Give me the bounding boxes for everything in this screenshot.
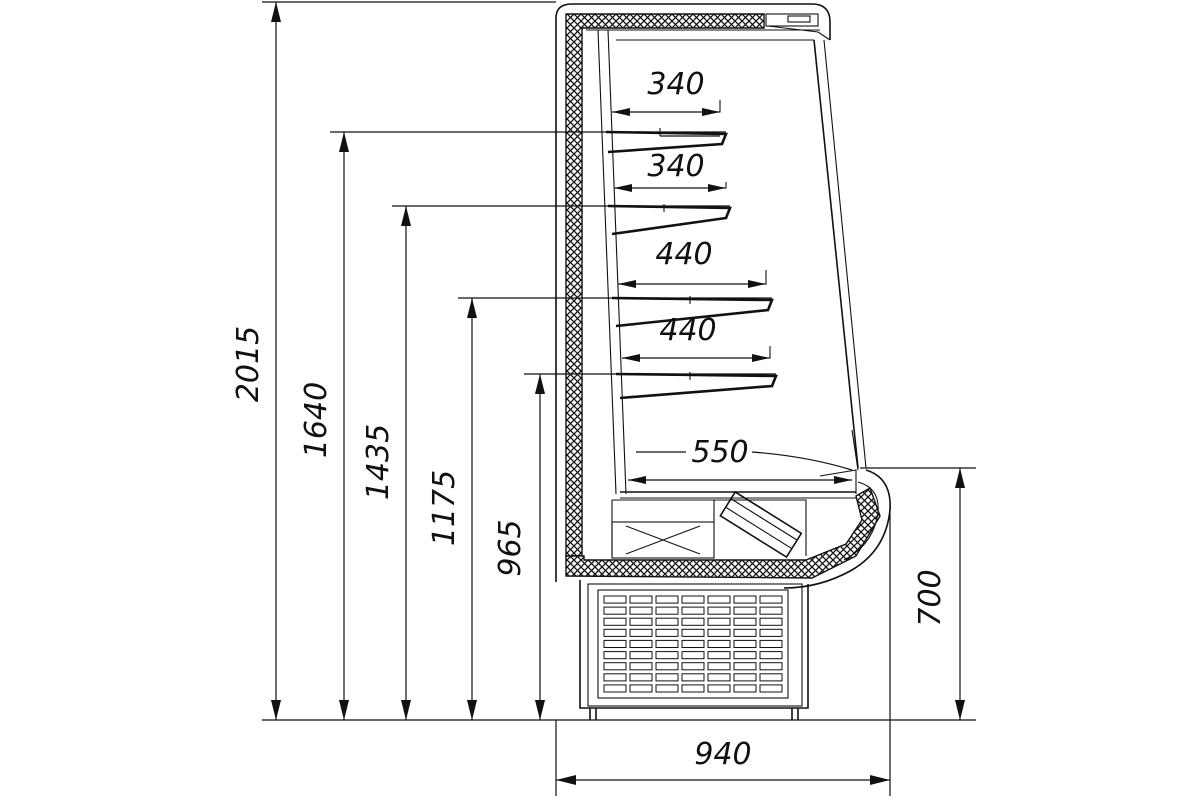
grille-slot [681, 651, 705, 660]
grille-slot [629, 684, 653, 693]
grille-slot [681, 606, 705, 615]
label-second-shelf-height: 1435 [361, 424, 396, 500]
grille-slot [759, 662, 783, 671]
grille-slot [603, 639, 627, 649]
grille-slot [655, 673, 679, 682]
grille-slot [707, 651, 731, 660]
grille-slot [733, 617, 757, 626]
grille-slot [707, 628, 731, 637]
grille-slot [603, 651, 627, 660]
grille-slot [759, 651, 783, 660]
base-unit [579, 580, 809, 720]
grille-slot [655, 639, 679, 649]
grille-slot [603, 684, 627, 693]
grille-slot [655, 651, 679, 660]
grille-slot [681, 595, 705, 604]
grille-slot [603, 673, 627, 682]
grille-slot [707, 673, 731, 682]
grille-slot [629, 651, 653, 660]
dimension-labels: 2015 1640 1435 1175 965 700 340 340 440 … [231, 67, 948, 772]
grille-slot [707, 606, 731, 615]
grille-slot [759, 684, 783, 693]
grille-slot [733, 628, 757, 637]
grille-slot [707, 617, 731, 626]
grille-slot [655, 684, 679, 693]
grille-slot [655, 617, 679, 626]
grille-slot [759, 628, 783, 637]
shelf-1 [605, 100, 728, 154]
grille-slot [629, 639, 653, 649]
label-shelf-2-depth: 340 [647, 149, 704, 184]
label-fourth-shelf-height: 965 [493, 519, 528, 576]
label-shelf-1-depth: 340 [647, 67, 704, 102]
grille-slot [681, 628, 705, 637]
grille-slot [707, 639, 731, 649]
grille-slot [603, 617, 627, 626]
grille-slot [681, 662, 705, 671]
label-third-shelf-height: 1175 [427, 470, 462, 546]
grille-slot [603, 628, 627, 637]
grille-slot [733, 684, 757, 693]
grille-slot [681, 673, 705, 682]
grille-slot [759, 673, 783, 682]
cabinet-body [555, 3, 891, 589]
label-overall-depth: 940 [694, 737, 751, 772]
grille-slot [733, 639, 757, 649]
grille-slot [733, 673, 757, 682]
grille-slot [655, 606, 679, 615]
label-top-shelf-height: 1640 [299, 382, 334, 458]
grille-slot [655, 628, 679, 637]
grille-slot [759, 606, 783, 615]
grille-slot [655, 595, 679, 604]
grille-slot [733, 662, 757, 671]
shelf-4 [615, 346, 778, 400]
grille-slot [759, 617, 783, 626]
label-shelf-3-depth: 440 [655, 237, 712, 272]
grille-slot [629, 617, 653, 626]
grille-slot [681, 617, 705, 626]
label-bottom-deck-depth: 550 [691, 435, 748, 470]
grille-slot [629, 673, 653, 682]
grille-slot [707, 662, 731, 671]
grille-slot [759, 595, 783, 604]
grille-slot [733, 606, 757, 615]
grille-slot [655, 662, 679, 671]
condenser-grille [603, 595, 783, 693]
grille-slot [603, 595, 627, 604]
dimensions [262, 1, 976, 796]
grille-slot [707, 595, 731, 604]
label-overall-height: 2015 [231, 326, 266, 402]
grille-slot [603, 662, 627, 671]
grille-slot [629, 606, 653, 615]
grille-slot [681, 684, 705, 693]
grille-slot [707, 684, 731, 693]
label-shelf-4-depth: 440 [659, 313, 716, 348]
grille-slot [629, 628, 653, 637]
label-base-height: 700 [913, 569, 948, 626]
grille-slot [629, 595, 653, 604]
grille-slot [733, 651, 757, 660]
grille-slot [603, 606, 627, 615]
grille-slot [733, 595, 757, 604]
grille-slot [681, 639, 705, 649]
grille-slot [759, 639, 783, 649]
grille-slot [629, 662, 653, 671]
